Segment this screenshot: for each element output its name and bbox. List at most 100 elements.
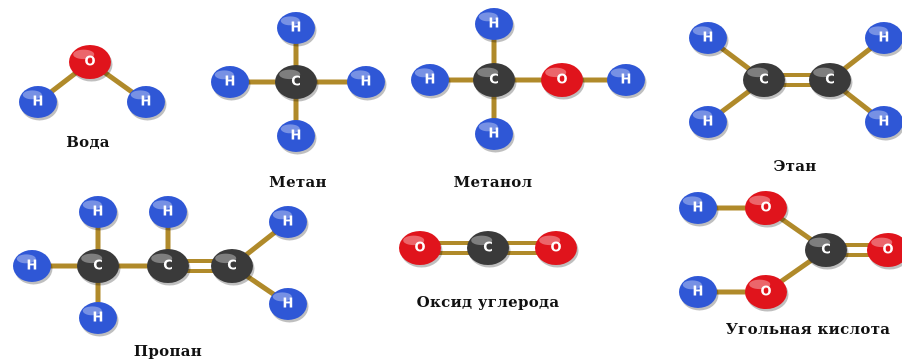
atom-sphere [467, 231, 509, 265]
carbon-atom: C [467, 231, 511, 268]
atom-highlight [280, 16, 300, 26]
atom-highlight [749, 279, 771, 290]
molecule-label-propane: Пропан [133, 342, 203, 360]
molecule-label-ethane: Этан [773, 157, 817, 175]
atom-symbol: O [84, 55, 95, 70]
hydrogen-atom: H [679, 192, 719, 227]
hydrogen-atom: H [689, 22, 729, 57]
atom-sphere [77, 249, 119, 283]
atom-symbol: O [414, 241, 425, 256]
atom-highlight [22, 90, 42, 100]
atom-highlight [16, 254, 36, 264]
atom-highlight [272, 292, 292, 302]
hydrogen-atom: H [347, 66, 387, 101]
atom-highlight [214, 70, 234, 80]
atom-symbol: H [93, 205, 104, 220]
atom-sphere [867, 233, 902, 267]
atom-highlight [81, 253, 103, 264]
atom-symbol: C [93, 259, 103, 274]
hydrogen-atom: H [13, 250, 53, 285]
atom-sphere [745, 275, 787, 309]
atom-sphere [149, 196, 187, 228]
hydrogen-atom: H [411, 64, 451, 99]
atom-sphere [127, 86, 165, 118]
oxygen-atom: O [541, 63, 585, 100]
hydrogen-atom: H [79, 196, 119, 231]
molecule-label-co2: Оксид углерода [416, 293, 560, 311]
atom-sphere [399, 231, 441, 265]
molecule-methanol: H C O H H H [411, 8, 647, 153]
atom-symbol: H [163, 205, 174, 220]
hydrogen-atom: H [149, 196, 189, 231]
atom-symbol: C [227, 259, 237, 274]
atom-symbol: H [879, 115, 890, 130]
atom-sphere [607, 64, 645, 96]
atom-highlight [350, 70, 370, 80]
atom-symbol: C [291, 75, 301, 90]
atom-highlight [471, 235, 493, 246]
atom-symbol: H [879, 31, 890, 46]
atom-sphere [79, 196, 117, 228]
atom-sphere [269, 206, 307, 238]
atom-highlight [82, 306, 102, 316]
atom-highlight [478, 122, 498, 132]
atom-sphere [679, 192, 717, 224]
atom-sphere [275, 65, 317, 99]
atom-highlight [682, 196, 702, 206]
atom-symbol: H [361, 75, 372, 90]
hydrogen-atom: H [277, 120, 317, 155]
atom-highlight [749, 195, 771, 206]
hydrogen-atom: H [679, 276, 719, 311]
carbon-atom: C [805, 233, 849, 270]
atom-sphere [535, 231, 577, 265]
atom-symbol: C [825, 73, 835, 88]
atom-sphere [805, 233, 847, 267]
oxygen-atom: O [867, 233, 902, 270]
atom-symbol: H [489, 17, 500, 32]
atom-sphere [347, 66, 385, 98]
atom-highlight [403, 235, 425, 246]
atom-highlight [414, 68, 434, 78]
atom-symbol: O [556, 73, 567, 88]
atom-symbol: H [141, 95, 152, 110]
atom-highlight [130, 90, 150, 100]
atom-highlight [477, 67, 499, 78]
oxygen-atom: O [399, 231, 443, 268]
carbon-atom: C [211, 249, 255, 286]
atom-highlight [809, 237, 831, 248]
atom-sphere [475, 8, 513, 40]
hydrogen-atom: H [475, 8, 515, 43]
atom-sphere [865, 106, 902, 138]
carbon-atom: C [473, 63, 517, 100]
atom-symbol: H [489, 127, 500, 142]
atom-highlight [82, 200, 102, 210]
molecule-label-carbonic-acid: Угольная кислота [725, 320, 891, 338]
atom-highlight [272, 210, 292, 220]
atom-sphere [689, 106, 727, 138]
hydrogen-atom: H [865, 106, 902, 141]
oxygen-atom: O [69, 45, 113, 82]
hydrogen-atom: H [211, 66, 251, 101]
carbon-atom: C [809, 63, 853, 100]
atom-sphere [475, 118, 513, 150]
atom-highlight [545, 67, 567, 78]
atom-symbol: C [483, 241, 493, 256]
atom-symbol: H [693, 201, 704, 216]
hydrogen-atom: H [865, 22, 902, 57]
atom-highlight [478, 12, 498, 22]
hydrogen-atom: H [475, 118, 515, 153]
atom-sphere [79, 302, 117, 334]
atom-highlight [279, 69, 301, 80]
atom-sphere [743, 63, 785, 97]
hydrogen-atom: H [607, 64, 647, 99]
hydrogen-atom: H [79, 302, 119, 337]
atom-sphere [411, 64, 449, 96]
atom-symbol: C [489, 73, 499, 88]
